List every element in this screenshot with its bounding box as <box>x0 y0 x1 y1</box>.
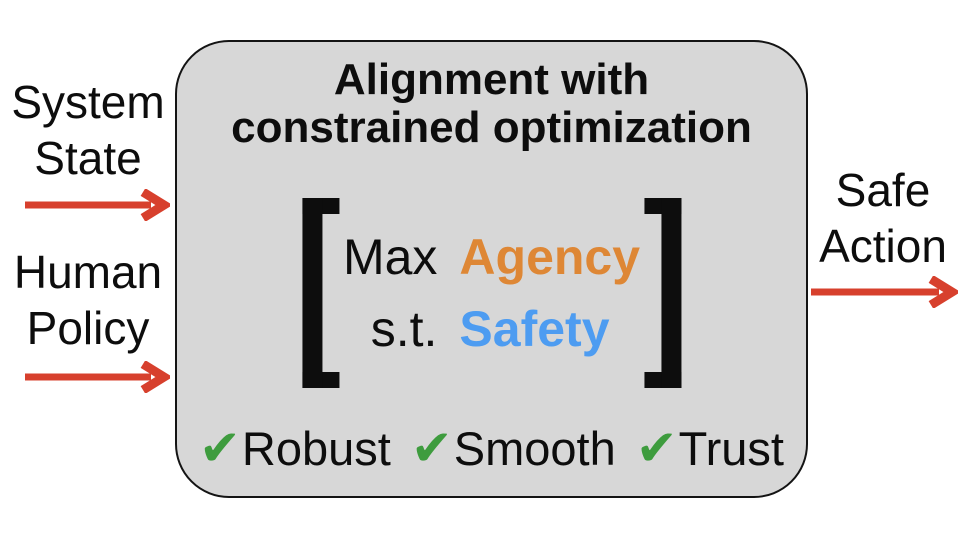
system-state-arrow-icon <box>24 189 170 221</box>
constraint-keyword: s.t. <box>370 301 438 357</box>
objective-term-agency: Agency <box>459 229 641 285</box>
optimization-expression: Max Agency s.t. Safety <box>301 198 682 388</box>
right-bracket-icon <box>644 198 682 388</box>
check-icon: ✔ <box>410 420 453 476</box>
box-title-line2: constrained optimization <box>231 103 752 152</box>
properties-row: ✔ Robust ✔ Smooth ✔ Trust <box>177 423 806 474</box>
property-robust: ✔ Robust <box>199 423 391 474</box>
property-trust: ✔ Trust <box>636 423 784 474</box>
check-icon: ✔ <box>635 420 678 476</box>
input-label-human-policy-line2: Policy <box>26 302 150 354</box>
check-icon: ✔ <box>199 420 241 476</box>
left-bracket-icon <box>301 198 339 388</box>
input-label-system-state-line2: State <box>34 132 142 184</box>
output-label-safe-action-line2: Action <box>819 220 947 272</box>
property-label-smooth: Smooth <box>453 422 616 475</box>
property-label-trust: Trust <box>678 422 784 475</box>
safe-action-arrow-icon <box>810 276 958 308</box>
output-label-safe-action: Safe Action <box>806 162 960 274</box>
human-policy-arrow-icon <box>24 361 170 393</box>
input-label-system-state: System State <box>0 74 176 186</box>
input-label-system-state-line1: System <box>11 76 165 128</box>
box-title: Alignment with constrained optimization <box>177 56 806 152</box>
output-label-safe-action-line1: Safe <box>835 164 931 216</box>
input-label-human-policy: Human Policy <box>0 244 176 356</box>
input-label-human-policy-line1: Human <box>13 246 163 298</box>
optimization-rows: Max Agency s.t. Safety <box>339 229 644 357</box>
constraint-term-safety: Safety <box>459 301 610 357</box>
objective-keyword: Max <box>342 229 438 285</box>
box-title-line1: Alignment with <box>333 55 650 104</box>
alignment-box: Alignment with constrained optimization … <box>175 40 808 498</box>
property-label-robust: Robust <box>241 422 391 475</box>
property-smooth: ✔ Smooth <box>411 423 616 474</box>
